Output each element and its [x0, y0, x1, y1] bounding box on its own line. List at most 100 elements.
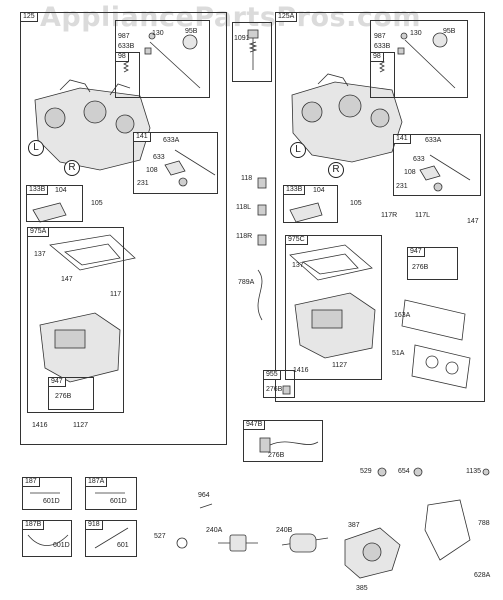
label-633: 633 [153, 154, 165, 161]
label-95b-r: 95B [443, 28, 456, 35]
label-654: 654 [398, 468, 410, 475]
frame-125a: 125A [275, 12, 485, 402]
float-bowl-left [39, 234, 136, 383]
frame-947b-label: 947B [244, 421, 266, 430]
frame-141-left: 141 [133, 132, 218, 194]
frame-187a: 187A [85, 477, 137, 510]
bracket-133b-left [32, 202, 67, 223]
label-105-r: 105 [350, 200, 362, 207]
frame-98-right-label: 98 [371, 53, 384, 62]
watermark: AppliancePartsPros.com [40, 2, 422, 33]
label-240b: 240B [276, 527, 293, 534]
part-955-276b [282, 385, 291, 395]
label-601d-187a: 601D [110, 498, 127, 505]
label-987: 987 [118, 33, 130, 40]
label-51a: 51A [392, 350, 405, 357]
frame-187a-label: 187A [86, 478, 108, 487]
frame-1091-label: 1091 [234, 35, 250, 42]
label-117l: 117L [415, 212, 431, 219]
label-137-r: 137 [292, 262, 304, 269]
frame-133b-left-label: 133B [27, 186, 49, 195]
frame-133b-right: 133B [283, 185, 338, 223]
label-104-r: 104 [313, 187, 325, 194]
label-108-r: 108 [404, 169, 416, 176]
fuel-filter-240b [281, 533, 329, 553]
label-987-r: 987 [374, 33, 386, 40]
orientation-r-left: R [64, 160, 80, 176]
frame-975c: 975C [285, 235, 382, 380]
label-789a: 789A [238, 279, 255, 286]
label-633-r: 633 [413, 156, 425, 163]
frame-947-left-label: 947 [49, 378, 66, 387]
label-117: 117 [110, 291, 122, 298]
label-276b-955: 276B [266, 386, 283, 393]
frame-947-left: 947 [48, 377, 94, 410]
frame-98-right: 98 [370, 52, 395, 98]
bracket-788 [424, 499, 471, 561]
label-130-r: 130 [410, 30, 422, 37]
frame-187-label: 187 [23, 478, 40, 487]
label-276b-r: 276B [412, 264, 429, 271]
jet-118l [257, 204, 267, 216]
frame-947b: 947B [243, 420, 323, 462]
label-117r: 117R [381, 212, 398, 219]
orientation-r-right: R [328, 162, 344, 178]
frame-1091: 1091 [232, 22, 272, 82]
label-964: 964 [198, 492, 210, 499]
frame-141-right: 141 [393, 134, 481, 196]
frame-125: 125 [20, 12, 227, 445]
hose-964 [199, 503, 213, 509]
label-1127-r: 1127 [332, 362, 348, 369]
float-bowl-right [289, 244, 376, 359]
label-633a: 633A [163, 137, 180, 144]
frame-133b-right-label: 133B [284, 186, 306, 195]
label-118r: 118R [236, 233, 253, 240]
frame-98-left: 98 [115, 52, 140, 98]
frame-955-label: 955 [264, 371, 281, 380]
label-385: 385 [356, 585, 368, 592]
part-1135 [482, 468, 490, 476]
label-601d-187: 601D [43, 498, 60, 505]
gasket-163a [401, 299, 466, 341]
frame-141-right-label: 141 [394, 135, 411, 144]
frame-947-right-label: 947 [408, 248, 425, 257]
fuel-line-918 [94, 527, 129, 549]
frame-187: 187 [22, 477, 72, 510]
label-601d-187b: 601D [53, 542, 70, 549]
gasket-51a [411, 344, 471, 389]
label-163a: 163A [394, 312, 411, 319]
jet-118r [257, 234, 267, 246]
label-231: 231 [137, 180, 149, 187]
label-1416: 1416 [32, 422, 48, 429]
orientation-l-left: L [28, 140, 44, 156]
label-1127: 1127 [73, 422, 89, 429]
label-118: 118 [241, 175, 253, 182]
part-529 [377, 467, 387, 477]
frame-133b-left: 133B [26, 185, 83, 222]
label-633b: 633B [118, 43, 135, 50]
label-137: 137 [34, 251, 46, 258]
label-788: 788 [478, 520, 490, 527]
label-601-918: 601 [117, 542, 129, 549]
label-529: 529 [360, 468, 372, 475]
frame-187b: 187B [22, 520, 72, 557]
solenoid-947b [259, 437, 319, 453]
choke-shaft-left [164, 149, 216, 187]
label-633a-r: 633A [425, 137, 442, 144]
frame-975a-label: 975A [28, 228, 50, 237]
wire-789a [257, 269, 263, 321]
fuel-pump-387 [344, 527, 401, 579]
frame-918-label: 918 [86, 521, 103, 530]
clamp-527 [176, 537, 188, 549]
fuel-filter-240a [218, 534, 258, 552]
carburetor-body-left [34, 79, 151, 171]
frame-918: 918 [85, 520, 137, 557]
orientation-l-right: L [290, 142, 306, 158]
label-130: 130 [152, 30, 164, 37]
label-231-r: 231 [396, 183, 408, 190]
label-147: 147 [61, 276, 73, 283]
label-276b-947b: 276B [268, 452, 285, 459]
frame-947-right: 947 [407, 247, 458, 280]
